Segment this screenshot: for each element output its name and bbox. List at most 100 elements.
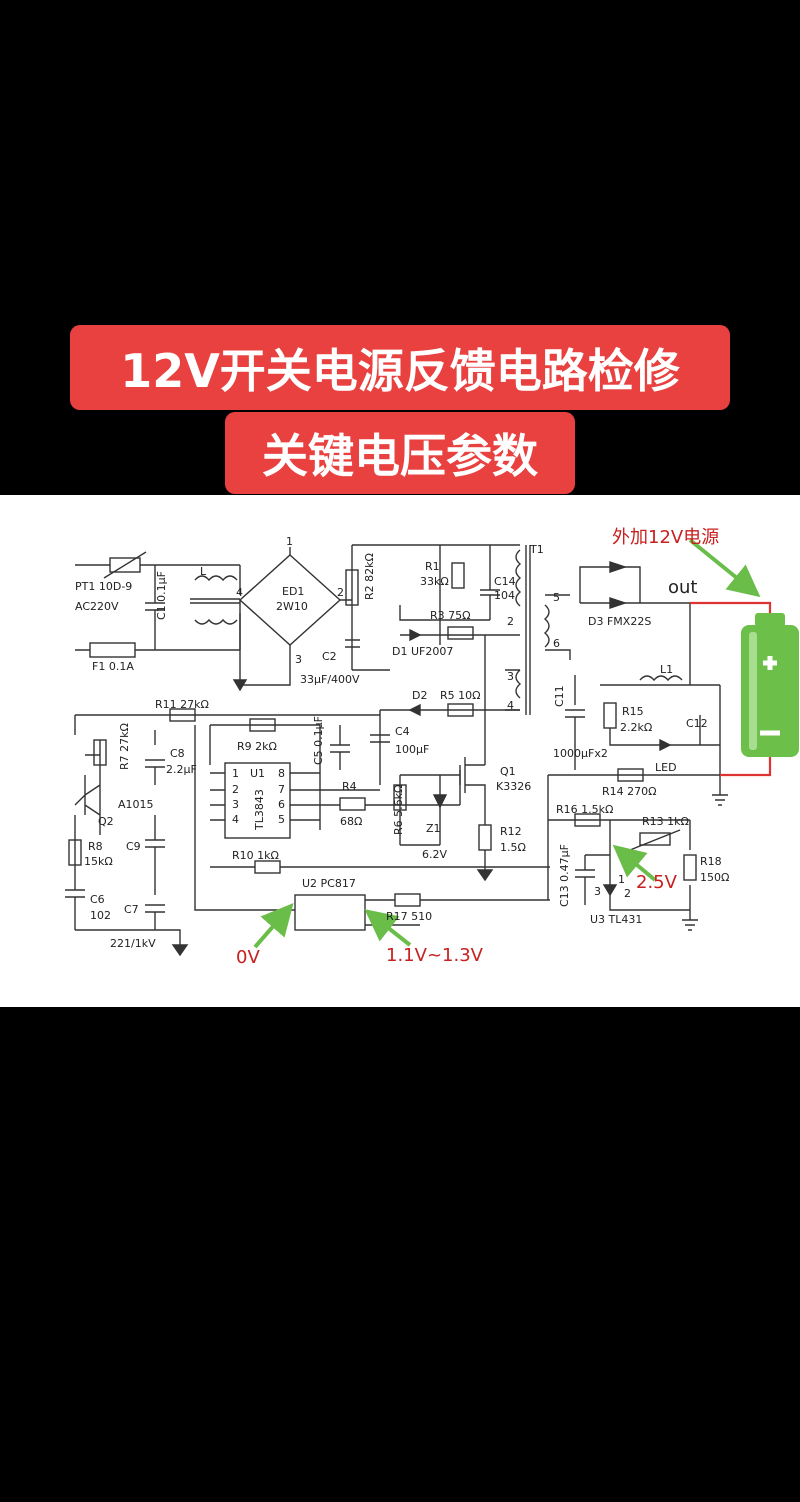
label-c5: C5 0.1μF [312, 716, 325, 765]
label-pin8: 8 [278, 767, 285, 780]
circuit-schematic: 外加12V电源 0V 1.1V~1.3V 2.5V out PT1 10D-9 … [65, 527, 799, 968]
label-bridge: 2W10 [276, 600, 308, 613]
label-q1: Q1 [500, 765, 516, 778]
arrow-opto-voltage [364, 909, 412, 947]
voltage-annotations: 外加12V电源 0V 1.1V~1.3V 2.5V [236, 527, 719, 968]
label-pin3: 3 [232, 798, 239, 811]
label-r11: R11 27kΩ [155, 698, 209, 711]
label-ac: AC220V [75, 600, 119, 613]
label-tl3843: TL3843 [253, 789, 266, 831]
external-power-label: 外加12V电源 [612, 527, 719, 548]
resistor-r12 [478, 824, 492, 851]
arrow-ref-voltage [612, 844, 657, 882]
annotation-arrows [253, 538, 761, 949]
resistor-r13 [639, 832, 671, 846]
label-w4: 4 [507, 699, 514, 712]
title-banner-line1: 12V开关电源反馈电路检修 [70, 325, 730, 410]
label-a1015: A1015 [118, 798, 154, 811]
label-c14: C14 [494, 575, 516, 588]
arrow-external-power [688, 538, 761, 598]
label-u2: U2 PC817 [302, 877, 356, 890]
resistor-r6 [393, 784, 407, 811]
label-r18-value: 150Ω [700, 871, 729, 884]
label-pin6: 6 [278, 798, 285, 811]
label-f1: F1 0.1A [92, 660, 134, 673]
resistor-r4 [339, 797, 366, 811]
label-r17: R17 510 [386, 910, 432, 923]
label-q2: Q2 [98, 815, 114, 828]
label-w3: 3 [507, 670, 514, 683]
label-l: L [200, 565, 207, 578]
label-r10: R10 1kΩ [232, 849, 279, 862]
label-pin2: 2 [232, 783, 239, 796]
label-r16: R16 1.5kΩ [556, 803, 613, 816]
optocoupler-u2 [294, 894, 366, 931]
label-r12: R12 [500, 825, 522, 838]
label-u3-pin3: 3 [594, 885, 601, 898]
label-c2: C2 [322, 650, 337, 663]
resistor-r1 [451, 562, 465, 589]
battery-icon [741, 613, 799, 757]
ic-u1-tl3843 [224, 762, 291, 839]
arrow-0v [253, 902, 294, 949]
label-c12: C12 [686, 717, 708, 730]
component-labels: PT1 10D-9 AC220V C1 0.1μF L F1 0.1A ED1 … [75, 535, 729, 950]
schematic-panel: 外加12V电源 0V 1.1V~1.3V 2.5V out PT1 10D-9 … [0, 495, 800, 1007]
label-r12-value: 1.5Ω [500, 841, 526, 854]
label-q1-value: K3326 [496, 780, 531, 793]
label-c1: C1 0.1μF [155, 571, 168, 620]
title-line1: 12V开关电源反馈电路检修 [120, 343, 680, 398]
label-r6: R6 5.6kΩ [392, 785, 405, 835]
label-node3: 3 [295, 653, 302, 666]
label-pt1: PT1 10D-9 [75, 580, 132, 593]
out-label: out [668, 577, 697, 598]
resistor-r14 [617, 768, 644, 782]
resistor-r7 [93, 739, 107, 766]
label-pin5: 5 [278, 813, 285, 826]
opto-voltage-label: 1.1V~1.3V [386, 945, 484, 966]
label-r15-value: 2.2kΩ [620, 721, 652, 734]
label-r13: R13 1kΩ [642, 815, 689, 828]
label-l1: L1 [660, 663, 673, 676]
label-u3-pin2: 2 [624, 887, 631, 900]
thermistor-pt1 [109, 557, 141, 573]
label-t1: T1 [529, 543, 544, 556]
label-u1: U1 [250, 767, 265, 780]
label-node2: 2 [337, 586, 344, 599]
label-c14-value: 104 [494, 589, 515, 602]
label-r14: R14 270Ω [602, 785, 657, 798]
label-r1-value: 33kΩ [420, 575, 449, 588]
label-pin1: 1 [232, 767, 239, 780]
label-pin4: 4 [232, 813, 239, 826]
label-pin7: 7 [278, 783, 285, 796]
zero-volt-label: 0V [236, 947, 260, 968]
label-r1: R1 [425, 560, 440, 573]
ref-voltage-label: 2.5V [636, 872, 678, 893]
label-c9: C9 [126, 840, 141, 853]
label-c7: C7 [124, 903, 139, 916]
label-c4-value: 100μF [395, 743, 429, 756]
label-c11-value: 1000μFx2 [553, 747, 608, 760]
label-r15: R15 [622, 705, 644, 718]
label-led: LED [655, 761, 677, 774]
resistor-r16 [574, 813, 601, 827]
label-c7-value: 221/1kV [110, 937, 156, 950]
resistor-r3 [447, 626, 474, 640]
label-r9: R9 2kΩ [237, 740, 277, 753]
resistor-r9 [249, 718, 276, 732]
label-z1-value: 6.2V [422, 848, 447, 861]
circuit-wires [65, 544, 760, 957]
label-c2-value: 33μF/400V [300, 673, 360, 686]
label-c8: C8 [170, 747, 185, 760]
label-ed1: ED1 [282, 585, 304, 598]
label-u3-pin1: 1 [618, 873, 625, 886]
title-banner-line2: 关键电压参数 [225, 412, 575, 494]
title-line2: 关键电压参数 [262, 429, 538, 483]
resistor-r2 [345, 569, 359, 606]
label-d2: D2 [412, 689, 427, 702]
label-r7: R7 27kΩ [118, 723, 131, 770]
label-w6: 6 [553, 637, 560, 650]
label-r3: R3 75Ω [430, 609, 471, 622]
label-r8-value: 15kΩ [84, 855, 113, 868]
label-c13: C13 0.47μF [558, 844, 571, 907]
